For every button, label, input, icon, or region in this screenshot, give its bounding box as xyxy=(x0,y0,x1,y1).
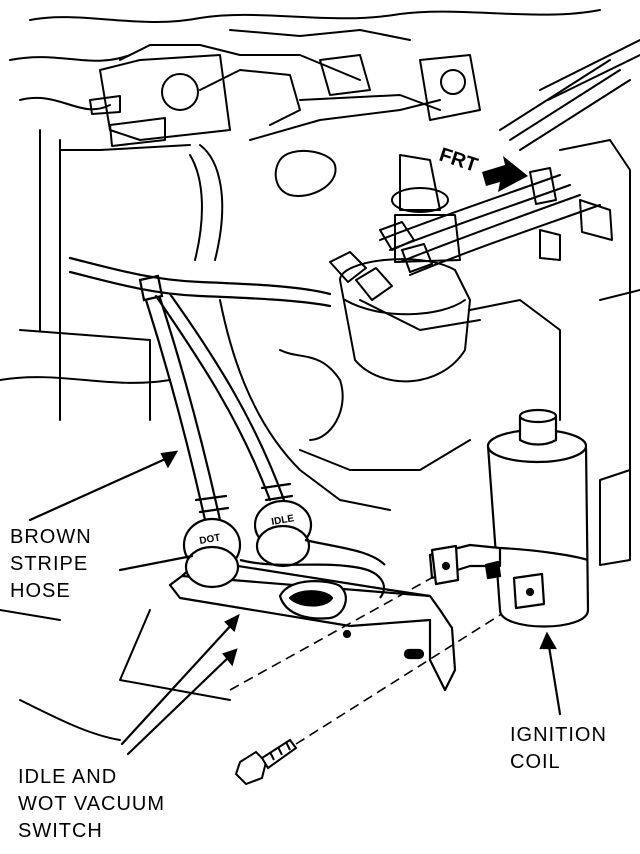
leader-arrows xyxy=(28,450,562,756)
idle-wot-vacuum-switch: DOT IDLE xyxy=(168,499,457,692)
front-marker-label: FRT xyxy=(436,144,480,177)
leader-arrow-brown-icon xyxy=(160,450,179,469)
brown-stripe-hose-label: BROWN STRIPE HOSE xyxy=(10,526,92,602)
switch-b-mark: IDLE xyxy=(271,513,296,528)
switch-mounting-bracket xyxy=(168,574,457,692)
front-arrow-icon xyxy=(482,156,528,192)
leader-arrow-idle-b-icon xyxy=(222,648,238,667)
engine-block-linework xyxy=(0,9,640,741)
brown-stripe-hose xyxy=(68,256,332,522)
leader-arrow-coil-icon xyxy=(539,631,557,650)
idle-wot-vacuum-switch-label: IDLE AND WOT VACUUM SWITCH xyxy=(18,766,166,842)
ignition-coil xyxy=(428,408,590,628)
ignition-coil-label: IGNITION COIL xyxy=(510,724,607,773)
switch-a-mark: DOT xyxy=(199,532,222,546)
leader-arrow-idle-a-icon xyxy=(224,613,240,633)
mounting-bolt xyxy=(234,738,298,786)
alignment-lines xyxy=(229,569,531,745)
front-direction-marker: FRT xyxy=(436,144,528,192)
